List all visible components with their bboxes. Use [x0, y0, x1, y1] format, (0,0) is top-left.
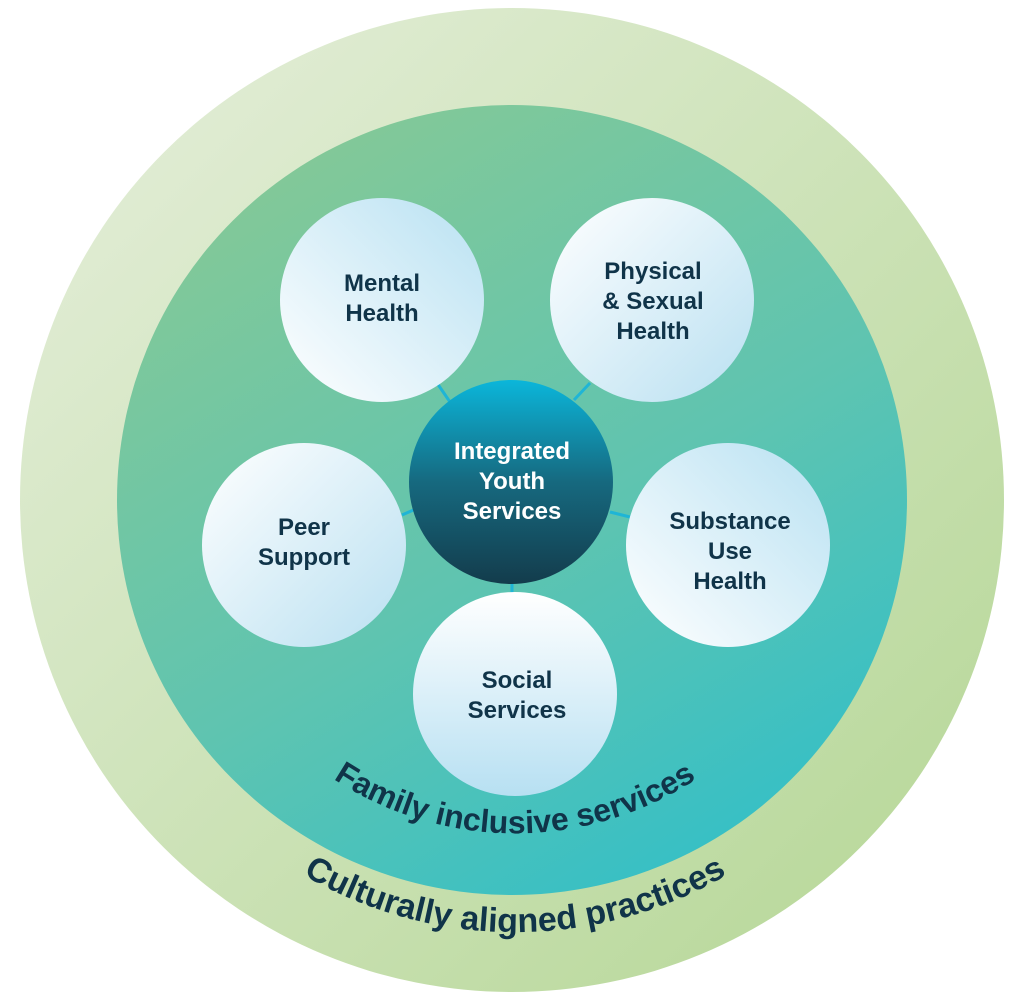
substance-line-1: Substance [669, 508, 790, 535]
substance-line-3: Health [693, 568, 766, 595]
bubble-physical-sexual-health [550, 198, 754, 402]
peer-line-2: Support [258, 544, 350, 571]
peer-line-1: Peer [278, 514, 330, 541]
connector-mental-health [435, 382, 452, 403]
physical-line-1: Physical [604, 258, 701, 285]
center-line-2: Youth [479, 468, 545, 495]
bubble-peer-support [202, 443, 406, 647]
connector-physical-health [572, 381, 592, 402]
social-line-2: Services [468, 697, 567, 724]
center-line-1: Integrated [454, 438, 570, 465]
substance-line-2: Use [708, 538, 752, 565]
physical-line-3: Health [616, 318, 689, 345]
bubble-mental-health [280, 198, 484, 402]
social-line-1: Social [482, 667, 553, 694]
mental-health-line-2: Health [345, 300, 418, 327]
center-hub [409, 380, 613, 584]
bubble-social-services [413, 592, 617, 796]
mental-health-line-1: Mental [344, 270, 420, 297]
center-line-3: Services [463, 498, 562, 525]
bubble-substance-use-health [626, 443, 830, 647]
physical-line-2: & Sexual [602, 288, 703, 315]
